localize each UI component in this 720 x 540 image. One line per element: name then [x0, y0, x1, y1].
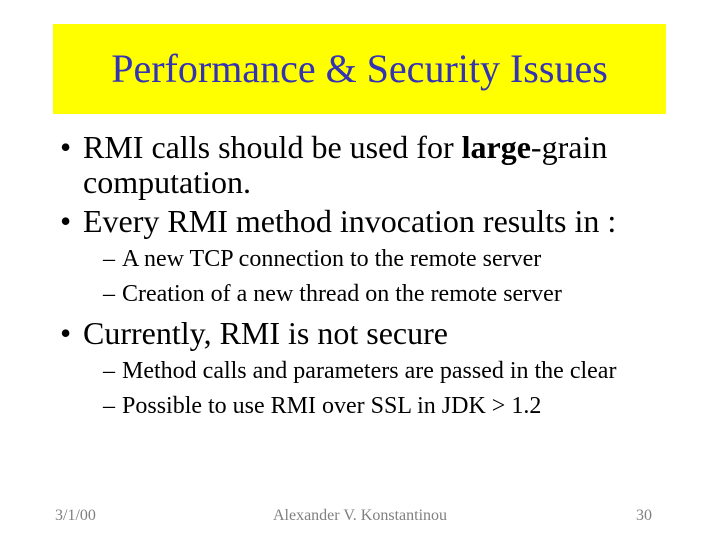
- bullet-text: Every RMI method invocation results in :: [83, 203, 617, 239]
- bullet-text: A new TCP connection to the remote serve…: [122, 246, 542, 272]
- footer-slide-number: 30: [636, 507, 652, 524]
- bullet-text: Currently, RMI is not secure: [83, 315, 448, 351]
- footer-author: Alexander V. Konstantinou: [272, 507, 448, 524]
- slide-title: Performance & Security Issues: [111, 46, 608, 91]
- bullet-text: RMI calls should be used for large-grain…: [83, 129, 608, 200]
- bullet-marker: •: [60, 203, 72, 239]
- title-banner: Performance & Security Issues: [53, 24, 666, 114]
- bullet-item: • Every RMI method invocation results in …: [60, 204, 660, 239]
- sub-bullet-item: –Method calls and parameters are passed …: [60, 354, 660, 389]
- dash-marker: –: [103, 281, 115, 307]
- dash-marker: –: [103, 393, 115, 419]
- bullet-list: • RMI calls should be used for large-grai…: [60, 130, 660, 424]
- sub-bullet-item: –Possible to use RMI over SSL in JDK > 1…: [60, 389, 660, 424]
- bullet-text: Possible to use RMI over SSL in JDK > 1.…: [122, 393, 542, 419]
- footer-date: 3/1/00: [55, 507, 96, 524]
- dash-marker: –: [103, 358, 115, 384]
- bullet-marker: •: [60, 315, 72, 351]
- sub-bullet-item: –Creation of a new thread on the remote …: [60, 277, 660, 312]
- bullet-text: Method calls and parameters are passed i…: [122, 358, 617, 384]
- bullet-item: • RMI calls should be used for large-grai…: [60, 130, 660, 200]
- bullet-marker: •: [60, 129, 72, 165]
- bullet-item: • Currently, RMI is not secure: [60, 316, 660, 351]
- sub-bullet-item: –A new TCP connection to the remote serv…: [60, 242, 660, 277]
- dash-marker: –: [103, 246, 115, 272]
- bullet-text: Creation of a new thread on the remote s…: [122, 281, 562, 307]
